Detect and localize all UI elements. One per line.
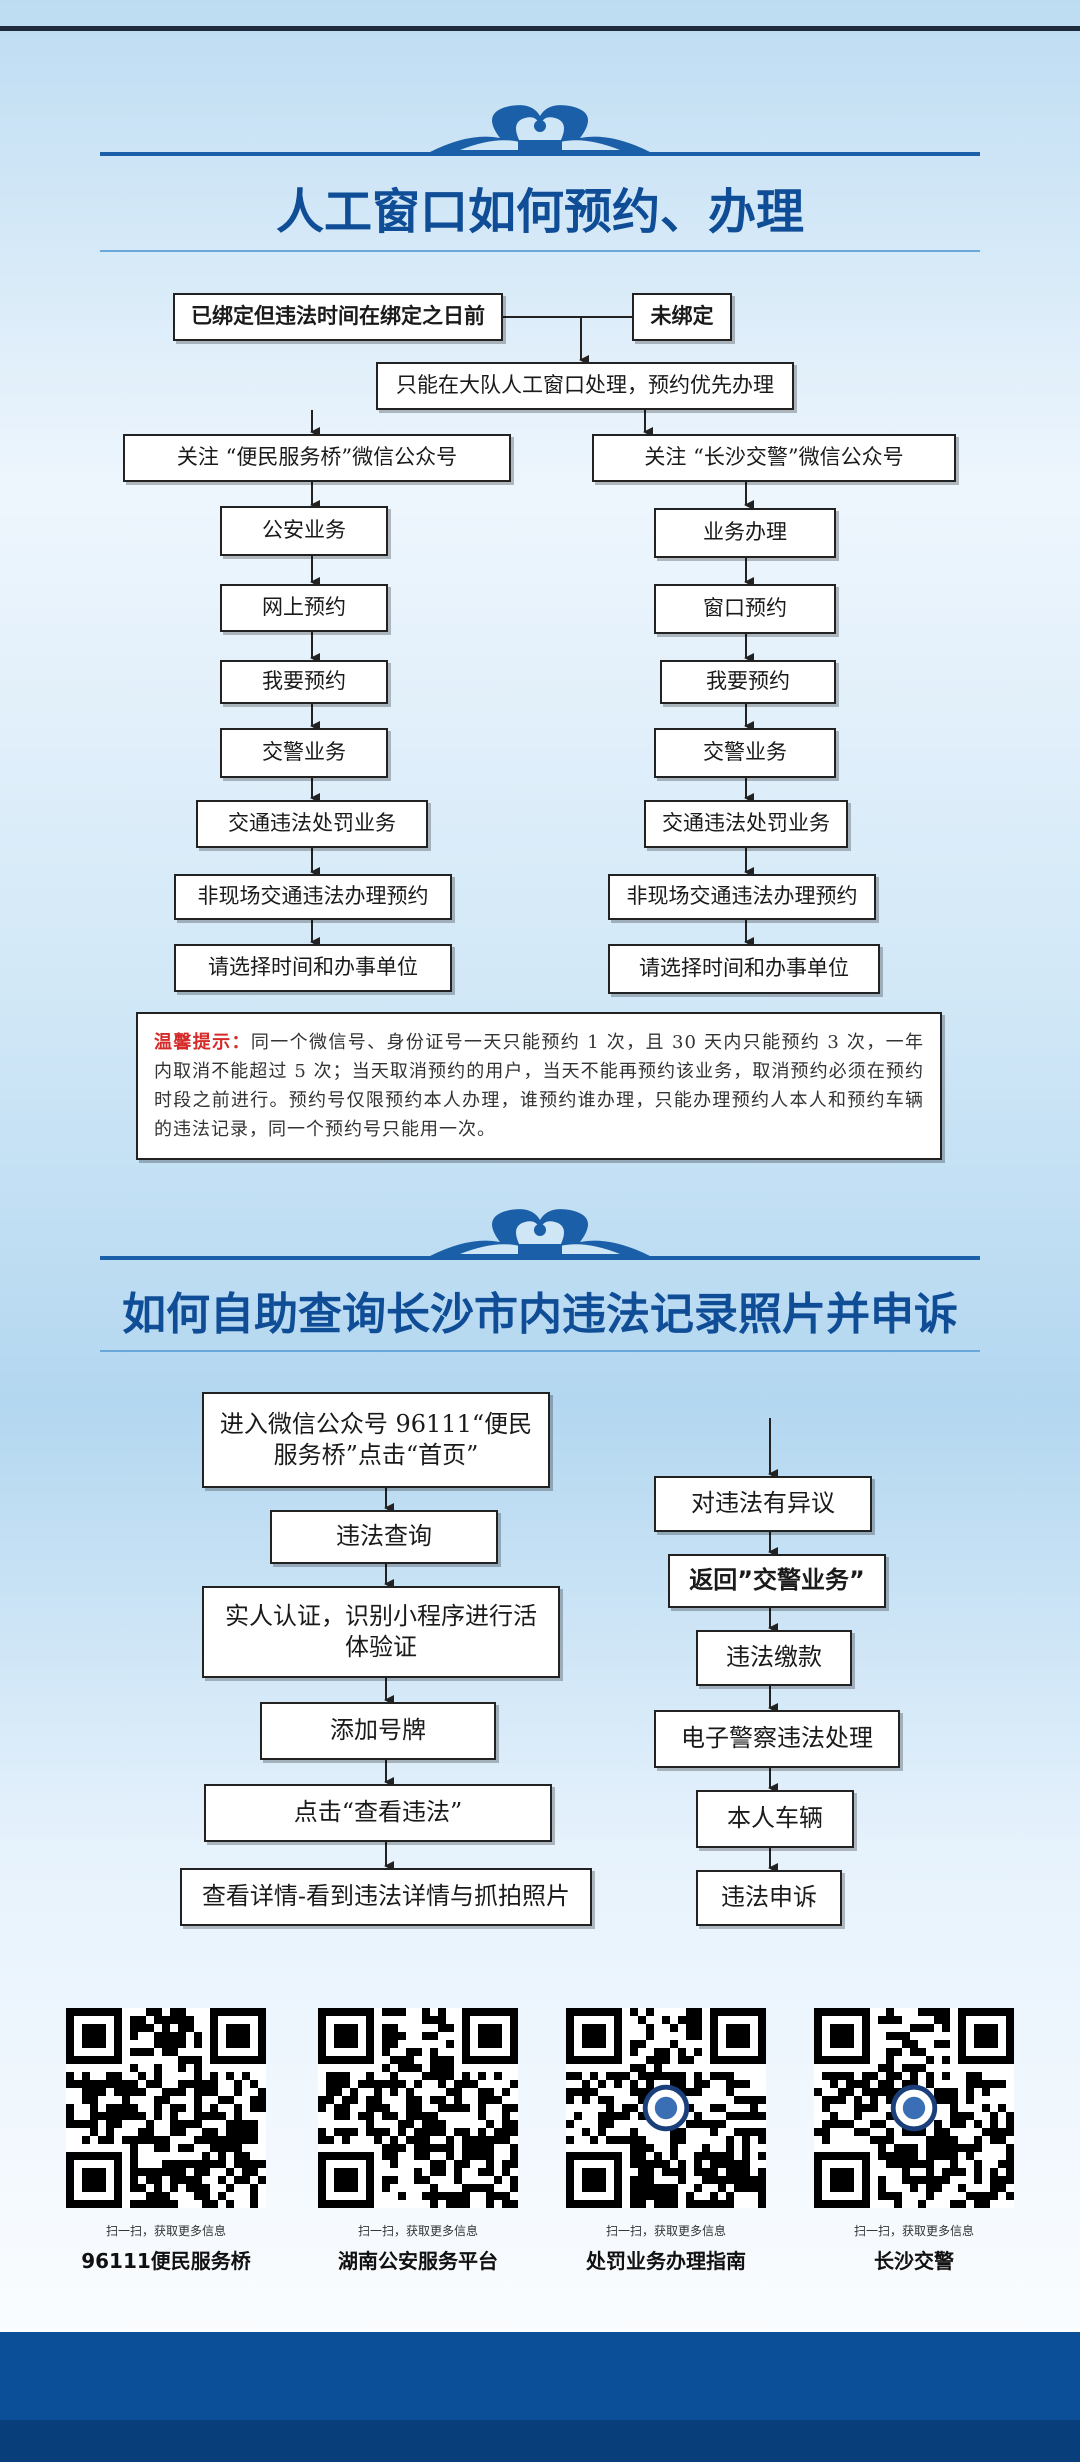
s2-left-step-5: 点击“查看违法”: [204, 1784, 552, 1842]
notice-label: 温馨提示：: [154, 1032, 251, 1053]
divider: [100, 1350, 980, 1352]
left-step-1: 公安业务: [220, 506, 388, 556]
qr-caption: 扫一扫，获取更多信息: [357, 2224, 478, 2238]
qr-name: 湖南公安服务平台: [338, 2249, 498, 2273]
left-step-7: 请选择时间和办事单位: [174, 944, 452, 992]
top-border: [0, 26, 1080, 31]
qr-caption: 扫一扫，获取更多信息: [605, 2224, 726, 2238]
notice-text: 同一个微信号、身份证号一天只能预约 1 次，且 30 天内只能预约 3 次，一年…: [154, 1032, 924, 1140]
s2-right-step-3: 违法缴款: [696, 1630, 852, 1686]
s2-right-step-4: 电子警察违法处理: [654, 1710, 900, 1768]
qr-caption: 扫一扫，获取更多信息: [105, 2224, 226, 2238]
s2-left-step-2: 违法查询: [270, 1510, 498, 1564]
divider: [100, 250, 980, 252]
qr-code-icon: [66, 2008, 266, 2208]
ornament-icon: [100, 1209, 980, 1260]
left-step-6: 非现场交通违法办理预约: [174, 874, 452, 920]
left-step-4: 交警业务: [220, 728, 388, 778]
follow-changsha-box: 关注 “长沙交警”微信公众号: [592, 434, 956, 482]
left-step-5: 交通违法处罚业务: [196, 800, 428, 848]
unbound-box: 未绑定: [632, 293, 732, 341]
manual-window-box: 只能在大队人工窗口处理，预约优先办理: [376, 362, 794, 410]
right-step-6: 非现场交通违法办理预约: [608, 874, 876, 920]
s2-left-step-6: 查看详情-看到违法详情与抓拍照片: [180, 1868, 592, 1926]
section1-title: 人工窗口如何预约、办理: [275, 184, 804, 240]
bound-before-box: 已绑定但违法时间在绑定之日前: [173, 293, 503, 341]
qr-name: 处罚业务办理指南: [586, 2249, 746, 2273]
qr-code-icon: [566, 2008, 766, 2208]
qr-code-icon: [814, 2008, 1014, 2208]
right-step-2: 窗口预约: [654, 584, 836, 634]
s2-left-step-4: 添加号牌: [260, 1702, 496, 1760]
s2-left-step-3: 实人认证，识别小程序进行活体验证: [202, 1586, 560, 1678]
warm-notice: 温馨提示：同一个微信号、身份证号一天只能预约 1 次，且 30 天内只能预约 3…: [136, 1012, 942, 1160]
s2-right-step-5: 本人车辆: [696, 1790, 854, 1848]
qr-name: 长沙交警: [874, 2249, 954, 2273]
section2-title: 如何自助查询长沙市内违法记录照片并申诉: [122, 1289, 958, 1340]
flow-connectors: [310, 316, 778, 1873]
right-step-3: 我要预约: [660, 660, 836, 704]
follow-bianmin-box: 关注 “便民服务桥”微信公众号: [123, 434, 511, 482]
footer-strip: [0, 2420, 1080, 2462]
left-step-2: 网上预约: [220, 584, 388, 632]
qr-code-icon: [318, 2008, 518, 2208]
qr-name: 96111便民服务桥: [81, 2249, 251, 2273]
right-step-5: 交通违法处罚业务: [644, 800, 848, 848]
s2-left-step-1: 进入微信公众号 96111“便民服务桥”点击“首页”: [202, 1392, 550, 1488]
qr-caption: 扫一扫，获取更多信息: [853, 2224, 974, 2238]
ornament-icon: [100, 105, 980, 156]
right-step-4: 交警业务: [654, 728, 836, 778]
s2-right-step-1: 对违法有异议: [654, 1476, 872, 1532]
right-step-7: 请选择时间和办事单位: [608, 944, 880, 994]
left-step-3: 我要预约: [220, 660, 388, 704]
s2-right-step-6: 违法申诉: [696, 1870, 842, 1926]
right-step-1: 业务办理: [654, 508, 836, 558]
s2-right-step-2: 返回”交警业务”: [668, 1554, 886, 1608]
